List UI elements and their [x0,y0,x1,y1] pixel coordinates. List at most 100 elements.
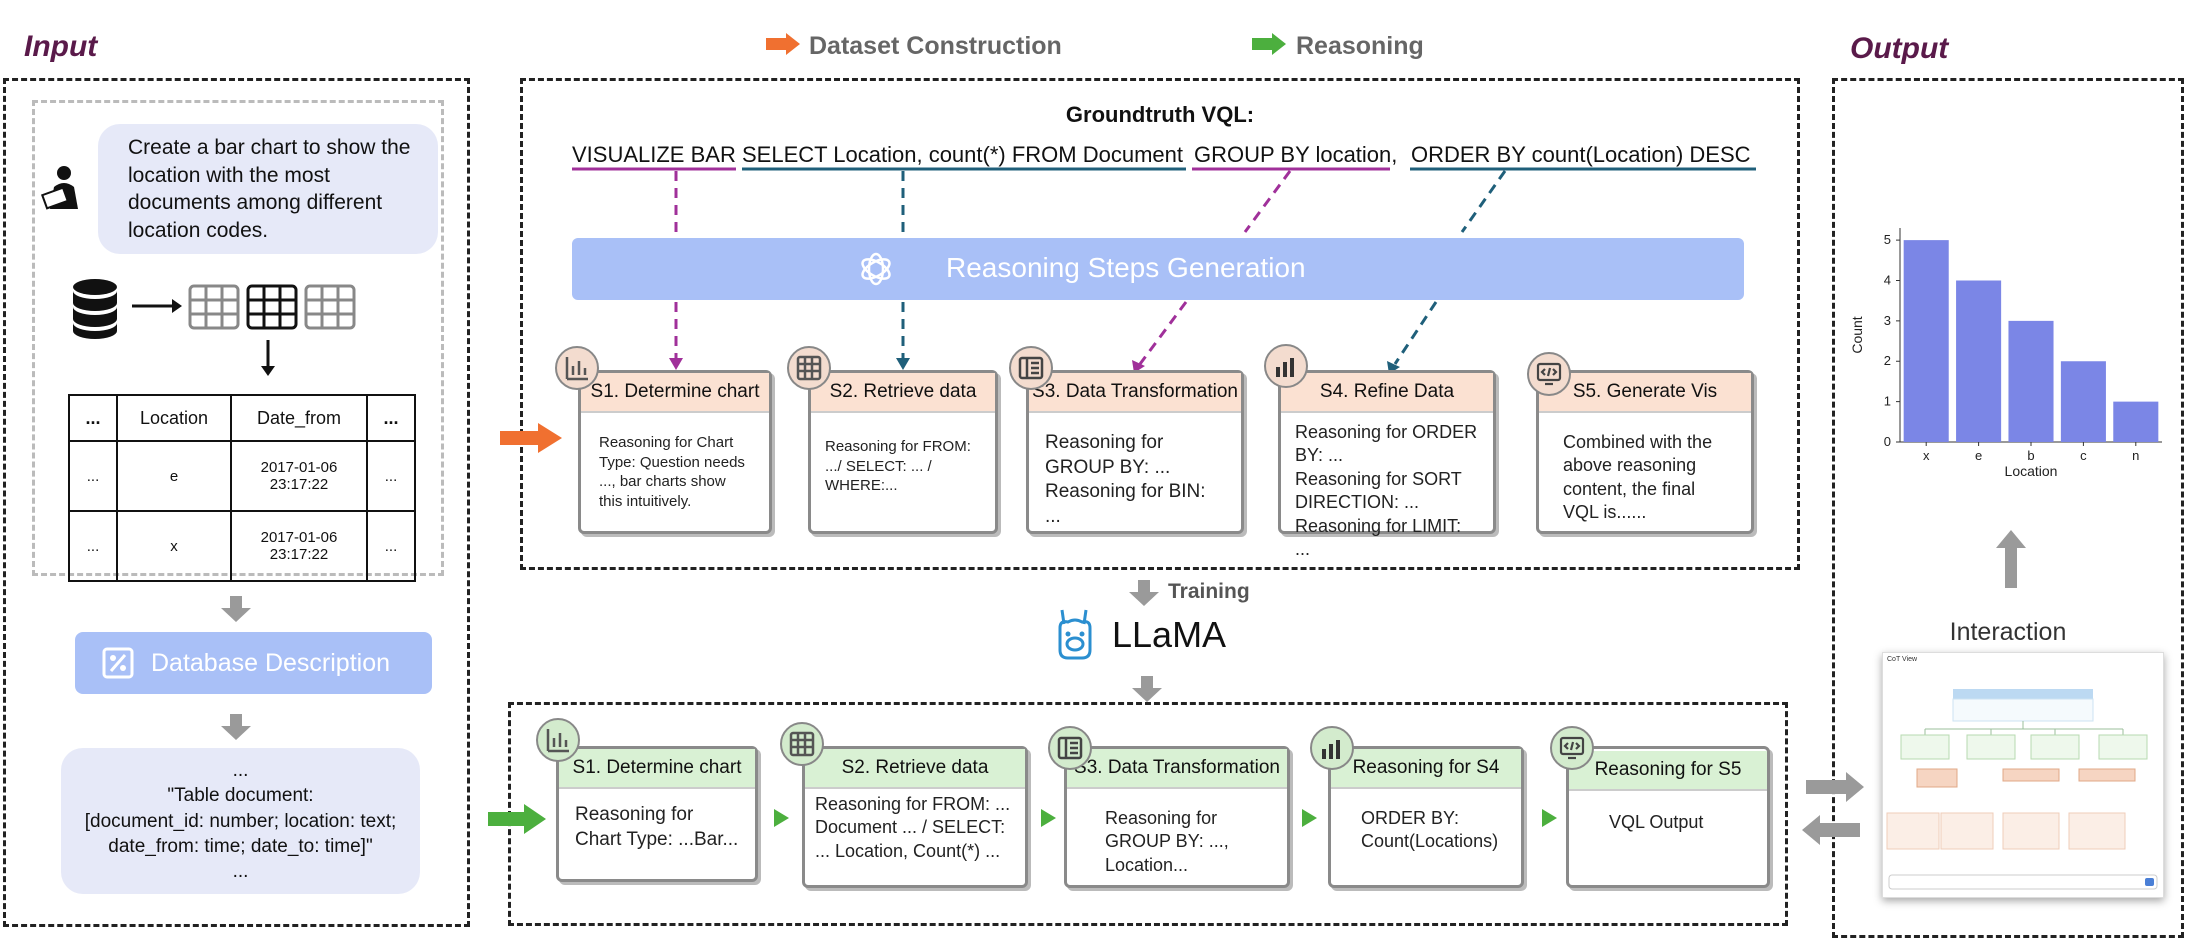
description-line: "Table document: [167,785,314,807]
reasoning-step-s5-card: Reasoning for S5 VQL Output [1566,746,1770,888]
gray-down-arrow-icon [221,596,251,622]
reasoning-step-s1-card: S1. Determine chart Reasoning for Chart … [556,746,758,882]
y-tick-label: 0 [1884,434,1891,449]
step-title: S3. Data Transformation [1029,373,1241,413]
user-question-bubble: Create a bar chart to show the location … [98,124,438,254]
green-step-arrow-icon [1302,809,1317,827]
tables-icon [188,282,358,332]
gray-down-arrow-icon [1129,580,1159,606]
table-cell: 2017-01-06 23:17:22 [230,510,368,582]
user-reading-icon [40,165,86,211]
gray-left-arrow-icon [1802,815,1860,845]
groundtruth-vql-title: Groundtruth VQL: [1065,102,1255,127]
step-title: S1. Determine chart [581,373,769,413]
step-body: Reasoning for GROUP BY: ..., Location... [1105,808,1229,875]
bar [1903,240,1949,442]
y-axis-label: Count [1849,316,1865,353]
reasoning-steps-generation-banner: Reasoning Steps Generation [572,238,1744,300]
output-title: Output [1850,32,1949,65]
x-tick-label: e [1975,448,1982,463]
gray-up-arrow-icon [1996,530,2026,588]
refine-chart-icon [1264,344,1308,388]
gray-right-arrow-icon [1806,772,1864,802]
llama-icon [1052,606,1098,662]
step-title: Reasoning for S5 [1569,751,1767,791]
description-line: ... [232,861,249,883]
y-tick-label: 2 [1884,353,1891,368]
reasoning-step-s2-card: S2. Retrieve data Reasoning for FROM: ..… [802,746,1028,888]
x-tick-label: b [2027,448,2034,463]
y-tick-label: 5 [1884,232,1891,247]
database-description-label: Database Description [151,648,391,677]
legend-reasoning: Reasoning [1296,32,1424,60]
table-cell: ... [68,510,118,582]
step-body: Reasoning for Chart Type: Question needs… [599,434,745,510]
gray-down-arrow-icon [1132,676,1162,702]
dataset-step-s1-card: S1. Determine chart Reasoning for Chart … [578,370,772,534]
gray-down-arrow-icon [221,714,251,740]
code-monitor-icon [1550,726,1594,770]
y-tick-label: 1 [1884,394,1891,409]
table-cell: x [116,510,232,582]
description-line: date_from: time; date_to: time]" [108,835,373,857]
reasoning-arrow-legend-icon [1252,33,1286,55]
vql-visualize: VISUALIZE BAR [572,142,736,167]
database-description-text: ... "Table document: [document_id: numbe… [61,748,420,894]
dataset-arrow-legend-icon [766,33,800,55]
table-row: ... e 2017-01-06 23:17:22 ... [68,440,416,512]
input-title: Input [24,30,98,63]
step-body: Reasoning for GROUP BY: ... Reasoning fo… [1045,432,1206,528]
cot-view-thumbnail[interactable]: CoT View [1882,652,2164,898]
x-tick-label: n [2132,448,2139,463]
cot-tree-graphic [1886,689,2158,890]
bar-chart-icon [555,346,599,390]
step-body: Reasoning for Chart Type: ...Bar... [575,804,739,850]
code-monitor-icon [1527,352,1571,396]
vql-select: SELECT Location, count(*) FROM Document [742,142,1183,167]
green-input-arrow-icon [488,804,546,834]
bar [1956,280,2002,442]
x-tick-label: c [2080,448,2087,463]
reasoning-steps-generation-label: Reasoning Steps Generation [946,252,1306,283]
vql-group-by-text: GROUP BY location [1194,142,1392,167]
data-transform-icon [1009,346,1053,390]
right-arrow-icon [132,296,182,316]
x-tick-label: x [1923,448,1930,463]
table-icon [787,346,831,390]
dataset-step-s5-card: S5. Generate Vis Combined with the above… [1536,370,1754,534]
bar [2113,401,2159,442]
step-title: S3. Data Transformation [1067,749,1287,789]
output-panel [1832,78,2184,938]
green-step-arrow-icon [774,809,789,827]
step-title: S1. Determine chart [559,749,755,789]
dataset-step-s4-card: S4. Refine Data Reasoning for ORDER BY: … [1278,370,1496,559]
vql-comma: , [1391,142,1398,167]
dataset-step-s3-card: S3. Data Transformation Reasoning for GR… [1026,370,1244,534]
down-arrow-icon [258,340,278,376]
table-cell: 2017-01-06 23:17:22 [230,440,368,512]
bar [2060,361,2106,442]
table-icon [780,722,824,766]
data-transform-icon [1048,726,1092,770]
percent-document-icon [101,646,135,680]
reasoning-step-s3-card: S3. Data Transformation Reasoning for GR… [1064,746,1290,888]
y-tick-label: 4 [1884,272,1891,287]
step-title: S2. Retrieve data [805,749,1025,789]
llama-label: LLaMA [1112,614,1227,655]
step-title: S2. Retrieve data [811,373,995,413]
step-body: Reasoning for FROM: ... Document ... / S… [815,794,1011,861]
table-header-cell: ... [68,394,118,442]
step-title: S4. Refine Data [1281,373,1493,413]
reasoning-step-s4-card: Reasoning for S4 ORDER BY: Count(Locatio… [1328,746,1524,888]
table-cell: ... [366,440,416,512]
table-cell: ... [68,440,118,512]
x-axis-label: Location [2005,463,2058,479]
legend-dataset-construction: Dataset Construction [809,32,1062,60]
step-body: Combined with the above reasoning conten… [1563,432,1713,523]
refine-chart-icon [1310,726,1354,770]
step-title: Reasoning for S4 [1331,749,1521,789]
input-panel [3,78,470,927]
vql-group-by: GROUP BY location, [1194,142,1397,168]
description-line: ... [232,760,249,781]
